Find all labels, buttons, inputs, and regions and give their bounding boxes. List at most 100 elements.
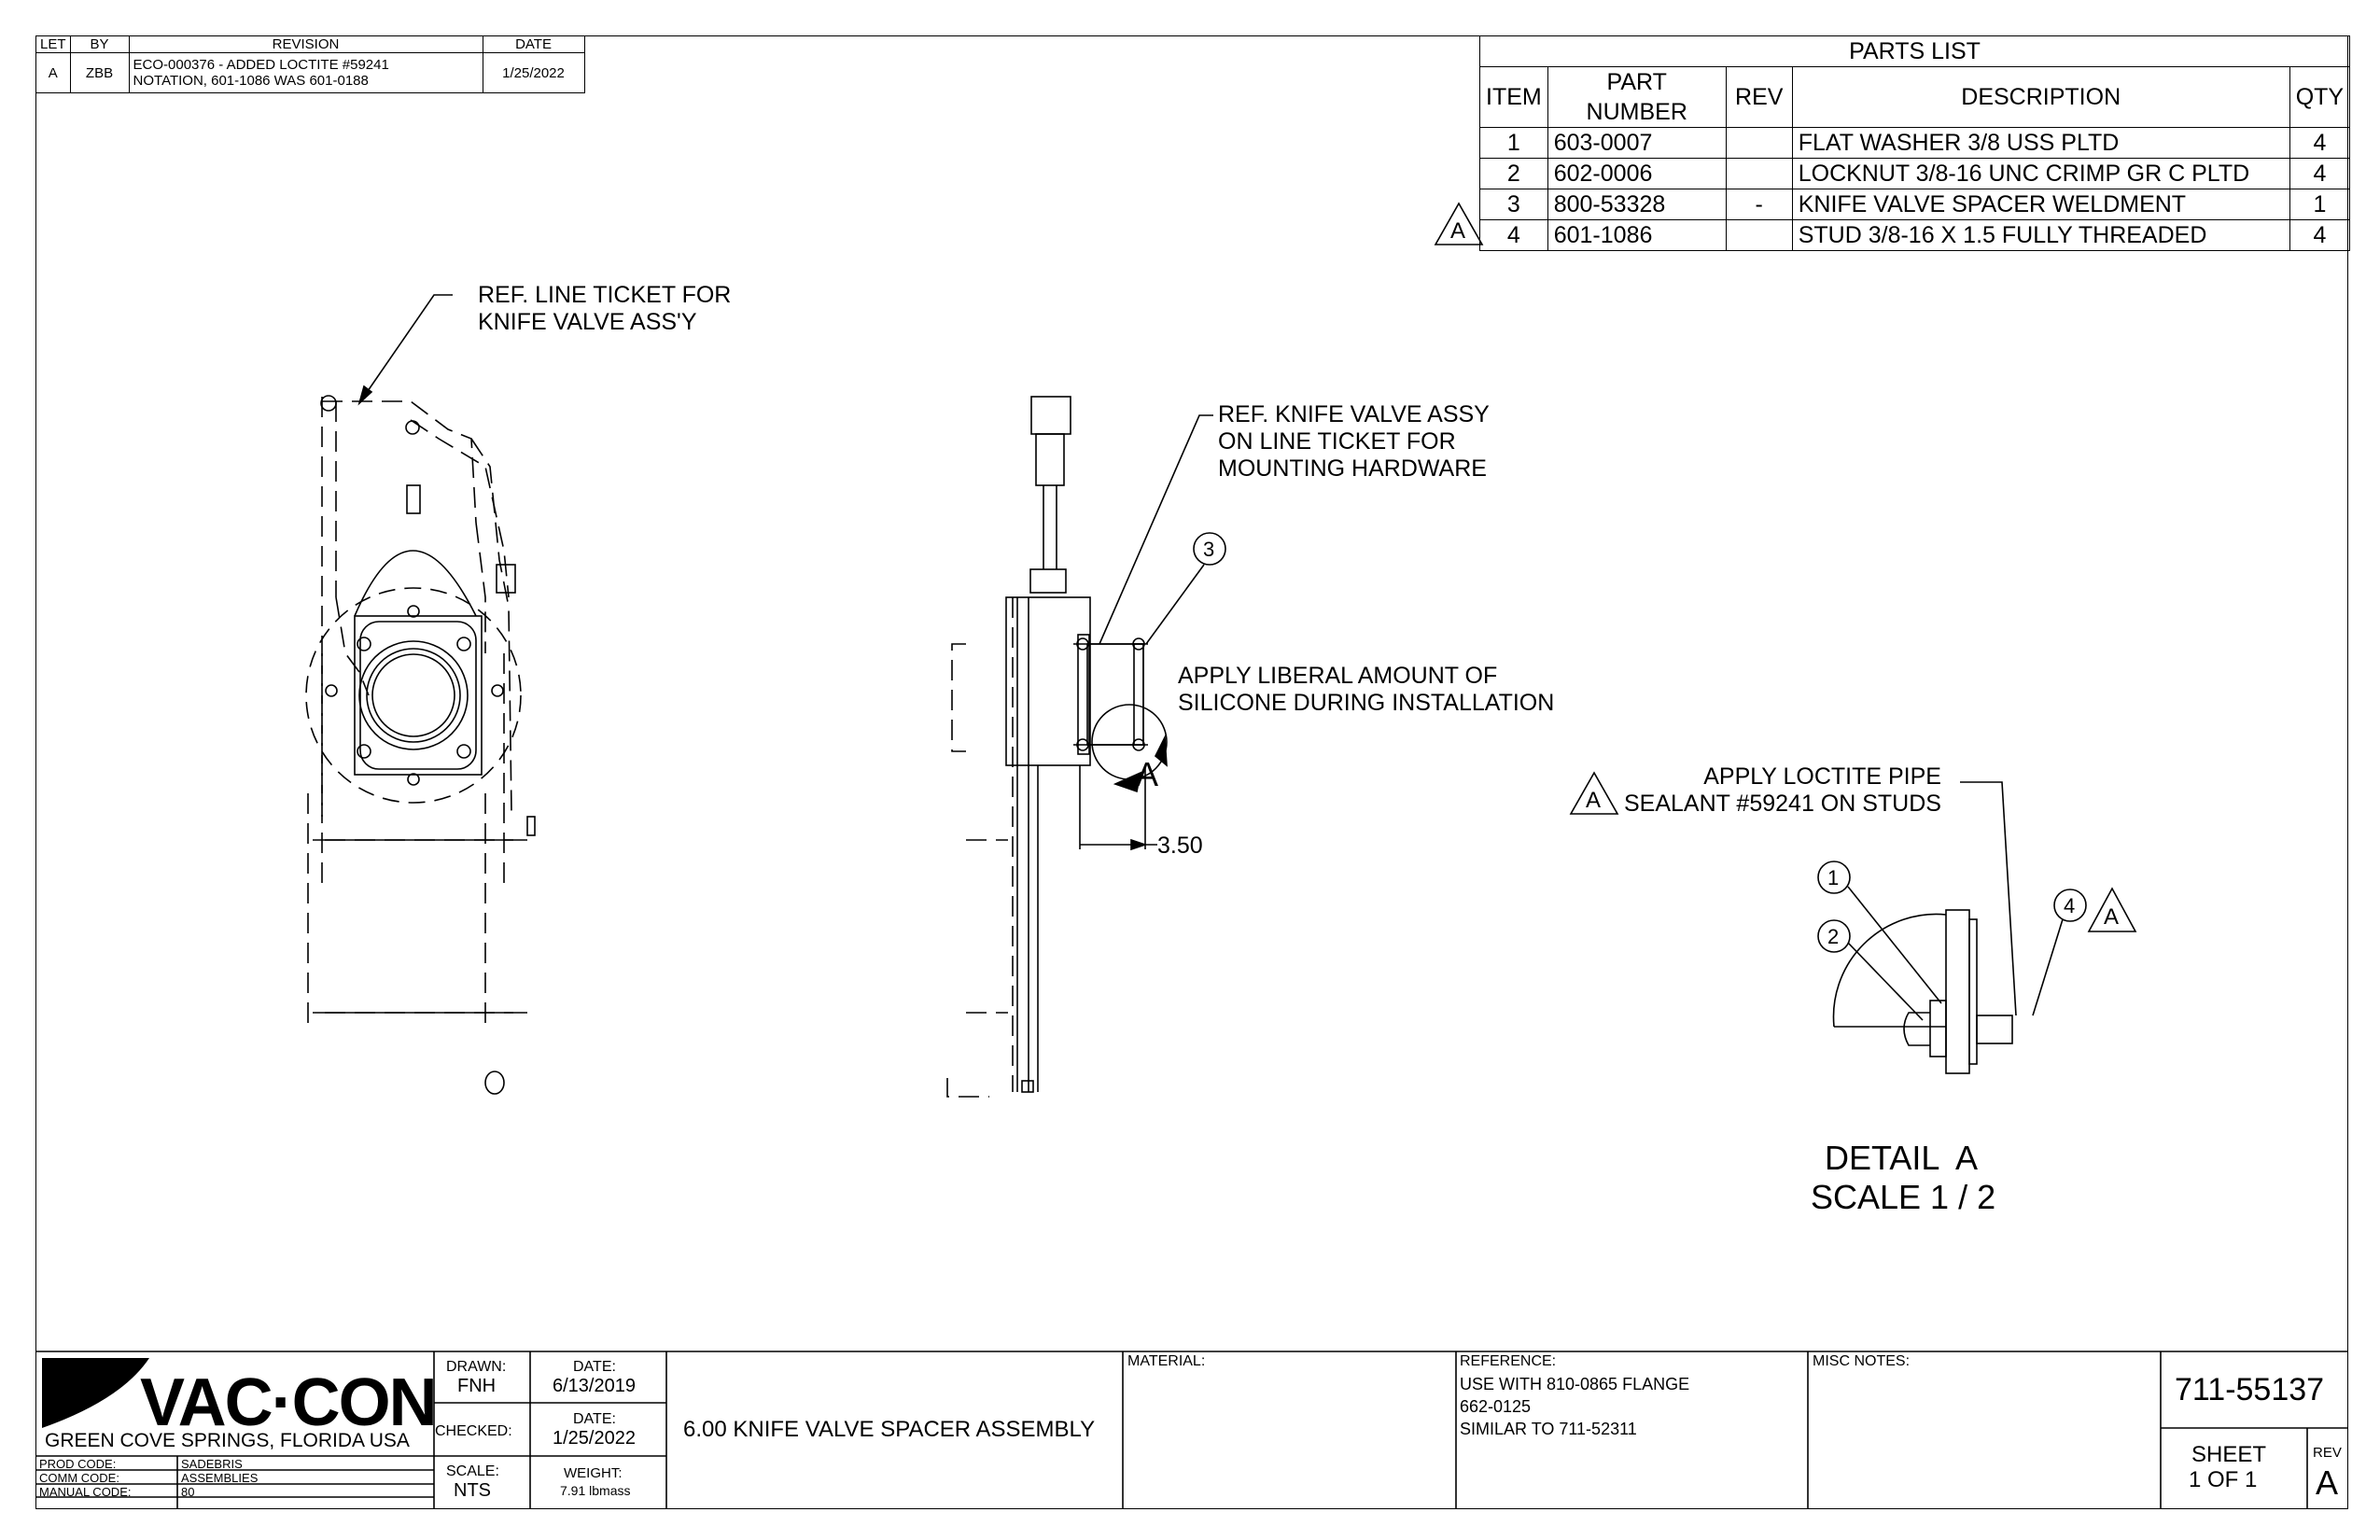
- parts-header-part: PART NUMBER: [1547, 66, 1727, 128]
- part-rev: [1725, 219, 1793, 251]
- scale-value: NTS: [454, 1480, 491, 1501]
- dimension-value: 3.50: [1157, 833, 1203, 859]
- part-description: FLAT WASHER 3/8 USS PLTD: [1791, 127, 2290, 159]
- rev-value: A: [2316, 1463, 2339, 1502]
- leader-balloon-3: [1145, 564, 1205, 645]
- comm-code-label: COMM CODE:: [39, 1471, 119, 1485]
- material-label: MATERIAL:: [1127, 1353, 1206, 1369]
- title-block-grid: [35, 1351, 2348, 1509]
- parts-list-table: PARTS LIST ITEM PART NUMBER REV DESCRIPT…: [1478, 35, 2351, 251]
- rev-header-by: BY: [69, 35, 130, 53]
- parts-header-item: ITEM: [1479, 66, 1548, 128]
- revision-table: LET BY REVISION DATE A ZBB ECO-000376 - …: [35, 35, 585, 93]
- rev-description-line1: ECO-000376 - ADDED LOCTITE #59241: [133, 57, 389, 73]
- manual-code-label: MANUAL CODE:: [39, 1485, 132, 1499]
- valve-front-solid: [305, 395, 536, 1095]
- part-description: KNIFE VALVE SPACER WELDMENT: [1791, 189, 2290, 220]
- table-row: 1 603-0007 FLAT WASHER 3/8 USS PLTD 4: [1479, 127, 2351, 159]
- arrowhead: [357, 385, 373, 406]
- revision-header-row: LET BY REVISION DATE: [35, 35, 585, 53]
- leader-balloon-4: [2032, 918, 2064, 1016]
- part-item: 4: [1479, 219, 1548, 251]
- part-qty: 1: [2289, 189, 2351, 220]
- note-loctite: APPLY LOCTITE PIPE SEALANT #59241 ON STU…: [1624, 763, 1941, 817]
- part-rev: -: [1725, 189, 1793, 220]
- prod-code-value: SADEBRIS: [181, 1457, 243, 1471]
- loctite-flag-triangle: [1569, 771, 1619, 815]
- balloon-4-label: 4: [2064, 894, 2076, 917]
- drawing-number: 711-55137: [2175, 1372, 2325, 1407]
- valve-side-view: [1005, 396, 1148, 1093]
- reference-line-3: SIMILAR TO 711-52311: [1460, 1420, 1637, 1438]
- rev-description-line2: NOTATION, 601-1086 WAS 601-0188: [133, 73, 369, 89]
- parts-header-row: ITEM PART NUMBER REV DESCRIPTION QTY: [1479, 66, 2351, 128]
- balloon-3-label: 3: [1203, 538, 1215, 561]
- checked-date-label: DATE:: [573, 1411, 616, 1427]
- parts-rev-flag-triangle: [1434, 202, 1484, 245]
- company-logo-text: VAC·CON: [140, 1365, 438, 1440]
- misc-notes-label: MISC NOTES:: [1813, 1353, 1911, 1369]
- detail-a-view: [1832, 909, 2013, 1074]
- part-description: STUD 3/8-16 X 1.5 FULLY THREADED: [1791, 219, 2290, 251]
- drawn-by: FNH: [457, 1376, 497, 1396]
- table-row: 3 800-53328 - KNIFE VALVE SPACER WELDMEN…: [1479, 189, 2351, 220]
- item4-flag-triangle: [2087, 887, 2137, 932]
- section-arrow: [1155, 735, 1168, 767]
- manual-code-value: 80: [181, 1485, 195, 1499]
- reference-line-2: 662-0125: [1460, 1397, 1532, 1416]
- drawn-date: 6/13/2019: [553, 1376, 636, 1396]
- leader-balloon-1: [1847, 886, 1942, 1004]
- balloon-3-circle: [1193, 532, 1226, 566]
- rev-by: ZBB: [69, 52, 130, 93]
- part-qty: 4: [2289, 219, 2351, 251]
- note-line-ticket: REF. LINE TICKET FOR KNIFE VALVE ASS'Y: [478, 282, 732, 335]
- detail-scale: SCALE 1 / 2: [1811, 1178, 1996, 1216]
- balloon-1-circle: [1817, 861, 1851, 894]
- section-arrow: [1113, 771, 1142, 793]
- part-number: 800-53328: [1547, 189, 1727, 220]
- rev-description: ECO-000376 - ADDED LOCTITE #59241 NOTATI…: [128, 52, 483, 93]
- valve-front-view: [307, 397, 513, 1027]
- weight-value: 7.91 lbmass: [560, 1483, 631, 1498]
- leader-balloon-2: [1847, 942, 1924, 1021]
- drawn-date-label: DATE:: [573, 1359, 616, 1375]
- drawing-title: 6.00 KNIFE VALVE SPACER ASSEMBLY: [683, 1417, 1096, 1442]
- reference-line-1: USE WITH 810-0865 FLANGE: [1460, 1375, 1690, 1393]
- part-rev: [1725, 158, 1793, 189]
- company-location: GREEN COVE SPRINGS, FLORIDA USA: [45, 1430, 410, 1451]
- leader-loctite: [1960, 781, 2017, 1016]
- part-number: 601-1086: [1547, 219, 1727, 251]
- sheet-value: 1 OF 1: [2189, 1467, 2258, 1492]
- weight-label: WEIGHT:: [564, 1465, 623, 1481]
- detail-title: DETAIL A: [1825, 1139, 1979, 1177]
- rev-date: 1/25/2022: [482, 52, 585, 93]
- balloon-1-label: 1: [1827, 866, 1840, 889]
- loctite-rev-flag: A: [1586, 788, 1602, 813]
- checked-date: 1/25/2022: [553, 1428, 636, 1449]
- drawing-border: [35, 35, 2348, 1509]
- part-qty: 4: [2289, 158, 2351, 189]
- parts-rev-flag: A: [1450, 218, 1466, 244]
- part-item: 3: [1479, 189, 1548, 220]
- balloon-4-circle: [2053, 889, 2087, 922]
- rev-let: A: [35, 52, 71, 93]
- reference-label: REFERENCE:: [1460, 1353, 1557, 1369]
- vaccon-logo-mark: [42, 1358, 173, 1433]
- prod-code-label: PROD CODE:: [39, 1457, 117, 1471]
- leader-line-ticket: [358, 294, 453, 404]
- balloon-2-label: 2: [1827, 925, 1840, 948]
- part-rev: [1725, 127, 1793, 159]
- note-silicone: APPLY LIBERAL AMOUNT OF SILICONE DURING …: [1178, 663, 1555, 716]
- balloon-2-circle: [1817, 919, 1851, 953]
- table-row: 4 601-1086 STUD 3/8-16 X 1.5 FULLY THREA…: [1479, 219, 2351, 251]
- rev-label: REV: [2313, 1445, 2342, 1461]
- revision-row: A ZBB ECO-000376 - ADDED LOCTITE #59241 …: [35, 52, 585, 93]
- leader-mounting: [1099, 414, 1213, 645]
- sheet-label: SHEET: [2191, 1442, 2267, 1467]
- drawn-label: DRAWN:: [446, 1359, 507, 1375]
- comm-code-value: ASSEMBLIES: [181, 1471, 259, 1485]
- dimension-arrow: [1130, 838, 1148, 851]
- scale-label: SCALE:: [446, 1463, 499, 1479]
- parts-header-description: DESCRIPTION: [1791, 66, 2290, 128]
- item4-rev-flag: A: [2104, 904, 2120, 930]
